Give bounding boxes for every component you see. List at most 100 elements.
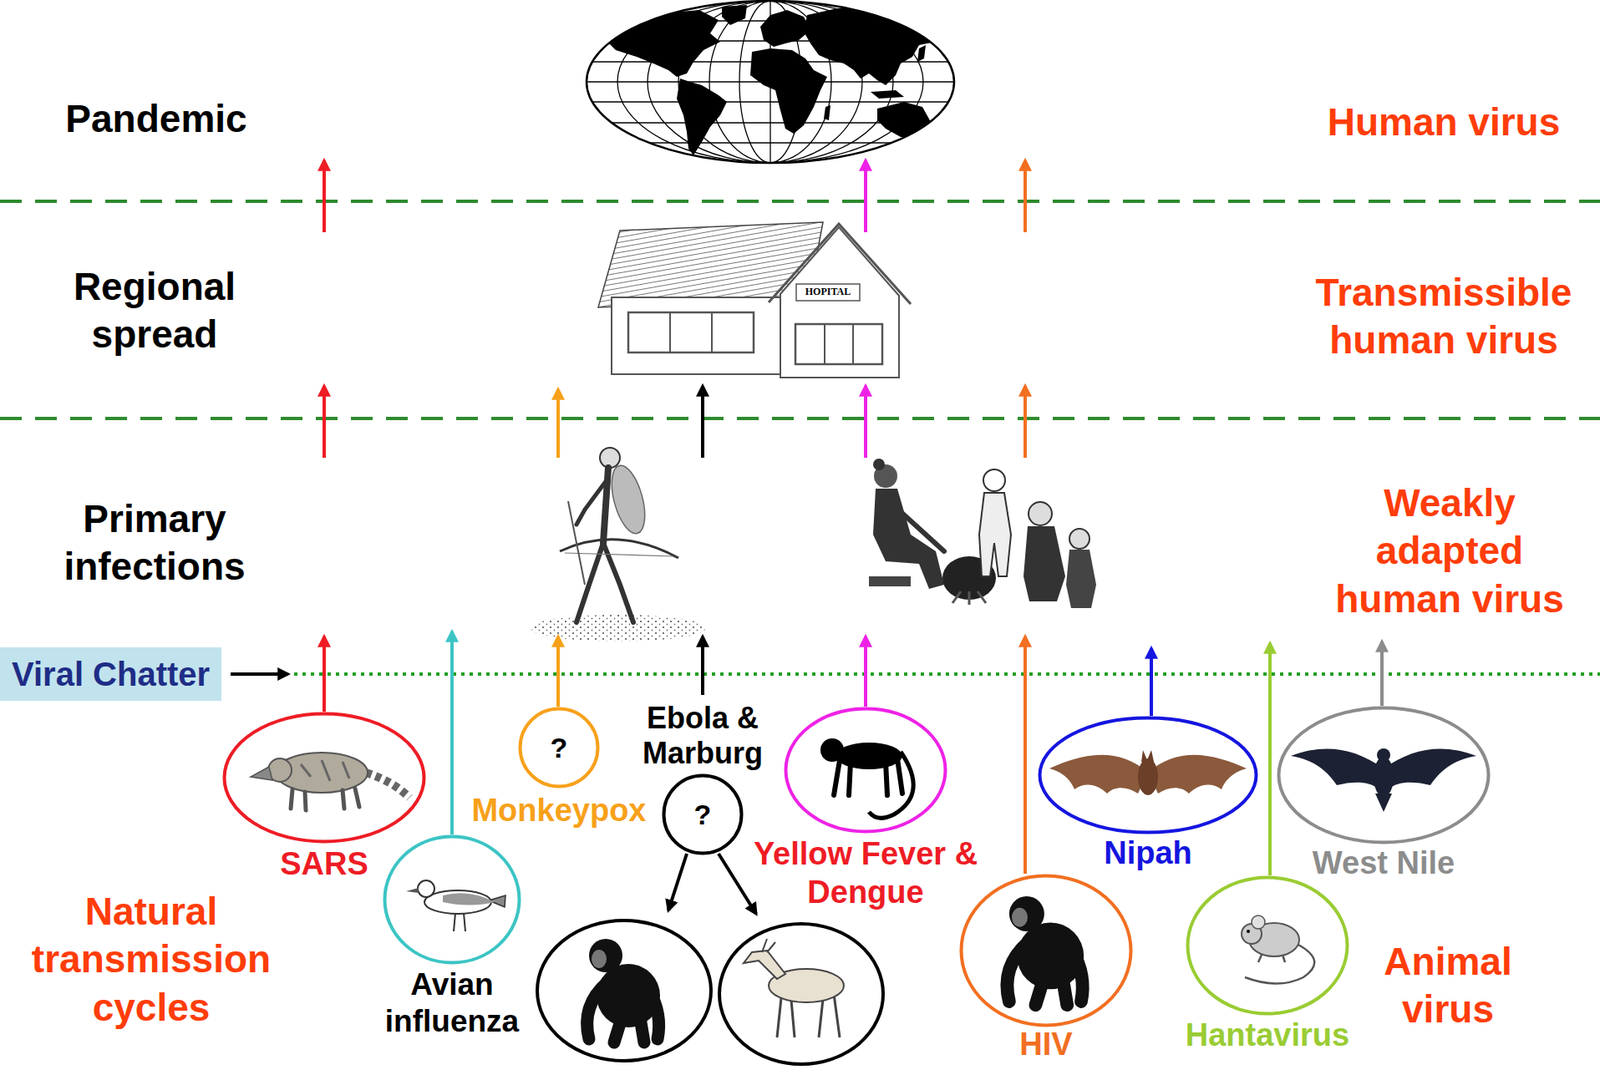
world-globe [586,142,955,143]
hunter-drawing [568,501,585,585]
stage-name: Human virus [1310,98,1578,148]
spillover-arrow [322,386,326,458]
stage-marker: Viral Chatter [11,654,210,695]
world-globe [586,0,955,163]
world-globe [877,101,931,138]
bird-drawing [1290,748,1477,813]
level-name: Regional spread [54,263,255,360]
civet-drawing [290,788,360,811]
rodent-drawing [1258,954,1286,963]
spillover-arrow [556,389,560,458]
unknown-mark: ? [550,731,569,766]
stage-name: Weakly adapted human virus [1315,479,1584,625]
spillover-arrow [668,853,687,911]
circle-outline [224,714,425,843]
host-circle: Avian influenza [382,834,522,966]
family-drawing [898,509,945,552]
world-globe [586,0,955,163]
bat-drawing [1049,750,1247,796]
family-drawing [952,591,986,605]
virus-name: SARS [240,845,408,884]
level-divider [294,672,1600,676]
rodent-drawing [1246,929,1250,934]
bird-drawing [1375,793,1392,813]
spillover-arrow [556,636,560,707]
monkey-drawing [833,758,903,796]
virus-name: Ebola & Marburg [631,700,774,771]
circle-outline [959,873,1133,1028]
stage-name: Transmissible human virus [1310,269,1578,366]
host-circle: HIV [959,873,1133,1028]
family-drawing [868,458,1097,609]
spillover-arrow [863,160,868,233]
family-drawing [868,576,911,587]
spillover-arrow [1380,641,1384,707]
hospital-drawing [611,297,788,375]
circle-outline [382,834,522,966]
circle-outline [1276,706,1491,845]
gull-drawing [453,913,466,932]
hospital-drawing [598,222,911,378]
monkey-drawing [820,738,914,818]
bat-drawing [1141,750,1154,762]
spillover-arrow [718,853,757,915]
hospital-drawing [795,324,883,365]
circle-outline [520,709,599,788]
spillover-arrow [1149,648,1154,717]
level-name: Primary infections [54,495,255,592]
spillover-arrow [230,160,1382,915]
circle-outline [664,776,742,854]
gull-drawing [442,893,495,905]
bird-drawing [1373,756,1394,798]
monkey-drawing [835,742,903,770]
circle-outline [786,709,946,833]
host-circle: Nipah [1037,716,1259,835]
hunter-drawing [564,553,674,557]
bat-drawing [1147,755,1247,794]
family-drawing [1023,526,1066,602]
spillover-arrow [322,636,326,712]
ebola-host-drawing [719,924,884,1065]
circle-outline [1040,718,1257,834]
ebola-host-drawing [761,939,776,953]
virus-name: Avian influenza [376,966,528,1042]
spillover-arrow [450,631,454,835]
unknown-host-circle: ?Monkeypox [518,706,600,789]
spillover-arrow [863,386,868,458]
spillover-arrow [863,636,868,707]
spillover-arrow [700,636,705,696]
world-globe [586,0,955,163]
ebola-host-drawing [743,950,786,980]
spillover-arrow [1023,160,1027,233]
gull-drawing [417,880,435,898]
spillover-arrow [1268,643,1272,876]
family-drawing [979,492,1011,577]
virus-name: Yellow Fever & Dengue [752,835,979,912]
world-globe [586,0,955,163]
civet-drawing [250,752,410,811]
hospital-drawing [780,227,900,378]
hospital-drawing [628,312,754,353]
hiv-host-drawing [1006,896,1084,1006]
level-divider [0,416,1600,421]
level-name: Natural transmission cycles [25,888,277,1033]
family-drawing [873,488,945,590]
world-globe [803,6,942,86]
virus-name: Hantavirus [1167,1018,1368,1054]
hospital-drawing [711,312,713,353]
civet-drawing [300,760,350,782]
spillover-arrow [230,672,289,676]
spillover-arrow [700,386,705,458]
bat-drawing [1137,758,1159,796]
circle-outline [1279,708,1489,844]
unknown-mark: ? [694,797,712,833]
family-drawing [1028,502,1052,526]
hunter-drawing [530,447,707,642]
world-globe [870,90,905,99]
bat-drawing [1049,755,1148,794]
family-drawing [1066,549,1097,609]
rodent-drawing [1251,915,1265,930]
hospital-drawing [823,324,826,365]
hospital-drawing [852,324,854,365]
